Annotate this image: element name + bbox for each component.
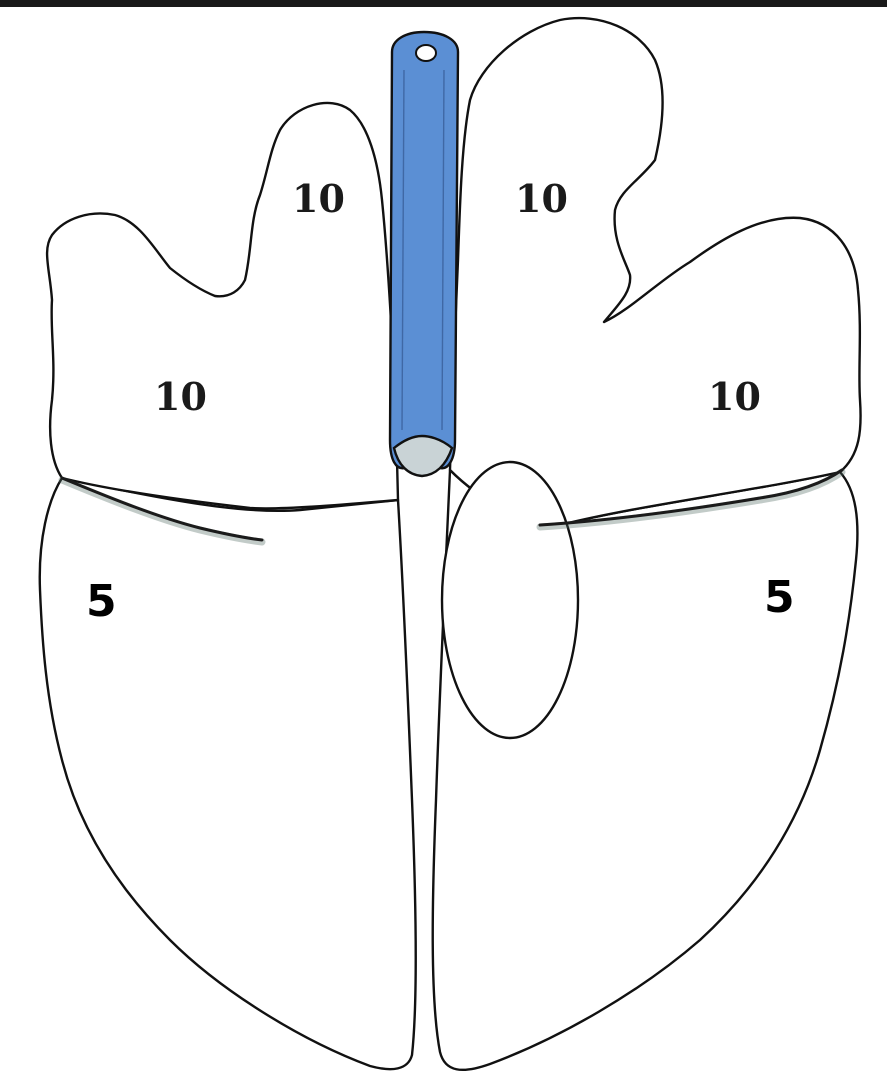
trachea	[390, 32, 458, 476]
right-accessory-oval	[442, 462, 578, 738]
right-upper-lobe	[450, 18, 861, 525]
label-left-upper-middle: 10	[154, 374, 207, 419]
trachea-tube	[390, 32, 458, 468]
label-right-upper-apical: 10	[515, 176, 568, 221]
top-frame-bar	[0, 0, 887, 7]
left-upper-lobe	[47, 103, 398, 508]
trachea-carina	[394, 436, 452, 476]
label-right-lower: 5	[764, 572, 795, 623]
label-left-lower: 5	[86, 576, 117, 627]
right-lung	[433, 18, 861, 1070]
trachea-opening	[416, 45, 436, 61]
label-left-upper-apical: 10	[292, 176, 345, 221]
label-right-upper-middle: 10	[708, 374, 761, 419]
left-lower-lobe	[40, 478, 416, 1069]
